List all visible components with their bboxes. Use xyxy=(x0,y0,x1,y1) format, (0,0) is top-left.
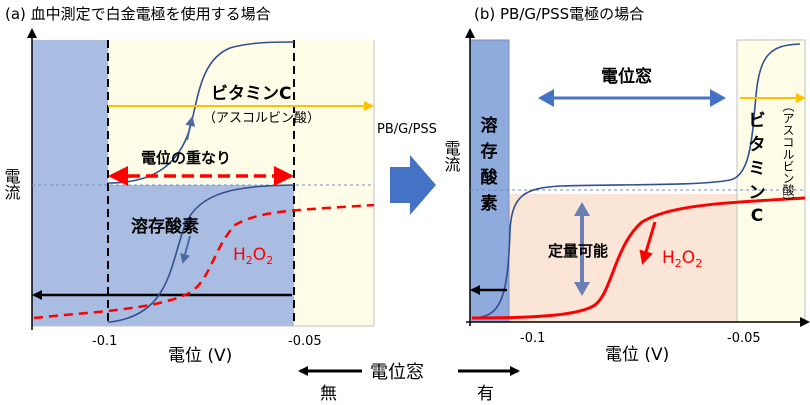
panel-b-quantifiable-arrow-down xyxy=(574,282,590,296)
panel-b-title: (b) PB/G/PSS電極の場合 xyxy=(474,5,644,23)
panel-b-ascorbic-label: （アスコルビン酸） xyxy=(781,100,795,208)
panel-b-current-curve xyxy=(471,43,801,319)
panel-a-title: (a) 血中測定で白金電極を使用する場合 xyxy=(5,5,271,23)
panel-b-oxygen-region xyxy=(469,39,510,323)
panel-a-overlap-label: 電位の重なり xyxy=(141,149,231,167)
transition-arrow xyxy=(390,155,436,215)
bottom-window-comparison: 電位窓 無 有 xyxy=(298,362,520,404)
panel-b-h2o2-direction-arrow xyxy=(639,221,657,265)
panel-a-vitamin-c-label: ビタミンC xyxy=(211,84,291,104)
panel-a-ascorbic-label: （アスコルビン酸） xyxy=(203,111,320,126)
panel-b-window-arrow-right xyxy=(710,89,726,107)
panel-b: (b) PB/G/PSS電極の場合 電位窓 定量可能 xyxy=(442,5,810,365)
panel-a-overlap-arrow-left xyxy=(108,166,128,186)
panel-b-oxygen-char-2: 存 xyxy=(481,141,498,162)
panel-b-window-label: 電位窓 xyxy=(601,66,652,87)
panel-a-overlap-arrow-right xyxy=(274,166,294,186)
panel-b-tick-left: -0.1 xyxy=(520,331,545,346)
panel-b-vitamin-char-4: ン xyxy=(749,183,766,203)
panel-a-y-label: 電流 xyxy=(2,168,21,201)
panel-b-x-label: 電位 (V) xyxy=(605,345,669,365)
panel-b-y-label: 電流 xyxy=(442,140,461,173)
panel-b-quantifiable-region xyxy=(509,194,737,322)
panel-b-vitamin-char-2: タ xyxy=(749,135,766,155)
panel-a-h2o2-label: H2O2 xyxy=(233,245,273,267)
panel-b-vitamin-c-region xyxy=(736,39,806,323)
panel-a-x-label: 電位 (V) xyxy=(168,346,232,366)
panel-a-blue-region-left xyxy=(32,40,108,326)
panel-b-tick-right: -0.05 xyxy=(727,331,761,346)
panel-a-yellow-region-right xyxy=(294,40,374,326)
panel-a-oxygen-direction-arrow xyxy=(180,235,191,264)
bottom-present-label: 有 xyxy=(477,384,494,404)
panel-b-quantifiable-arrow-up xyxy=(574,202,590,216)
panel-a-vitamin-c-curve xyxy=(107,41,295,184)
panel-a: (a) 血中測定で白金電極を使用する場合 ビタミ xyxy=(2,5,375,366)
panel-b-vitamin-char-1: ビ xyxy=(749,111,766,131)
panel-a-tick-left: -0.1 xyxy=(92,334,117,349)
panel-a-oxygen-label: 溶存酸素 xyxy=(131,216,199,237)
panel-b-oxygen-char-3: 酸 xyxy=(481,167,499,188)
panel-b-oxygen-char-4: 素 xyxy=(481,194,498,214)
panel-a-yellow-region-top xyxy=(108,40,294,185)
panel-a-blue-region-overlap xyxy=(108,185,294,326)
panel-b-oxygen-char-1: 溶 xyxy=(481,115,498,136)
panel-b-quantifiable-label: 定量可能 xyxy=(548,242,608,260)
bottom-window-label: 電位窓 xyxy=(370,362,424,383)
panel-b-window-arrow-left xyxy=(538,89,554,107)
panel-a-vitamin-c-direction-arrow xyxy=(185,116,196,141)
panel-a-tick-right: -0.05 xyxy=(288,334,322,349)
bottom-none-label: 無 xyxy=(320,384,337,404)
panel-b-h2o2-label: H2O2 xyxy=(662,248,702,270)
panel-b-vitamin-char-3: ミ xyxy=(749,159,766,179)
panel-a-oxygen-curve xyxy=(108,184,295,323)
panel-b-vitamin-char-5: C xyxy=(751,206,763,226)
middle-transition: PB/G/PSS xyxy=(377,122,437,215)
electrode-label: PB/G/PSS xyxy=(377,122,437,137)
panel-b-h2o2-curve xyxy=(471,196,806,320)
panel-a-h2o2-curve xyxy=(33,203,375,320)
